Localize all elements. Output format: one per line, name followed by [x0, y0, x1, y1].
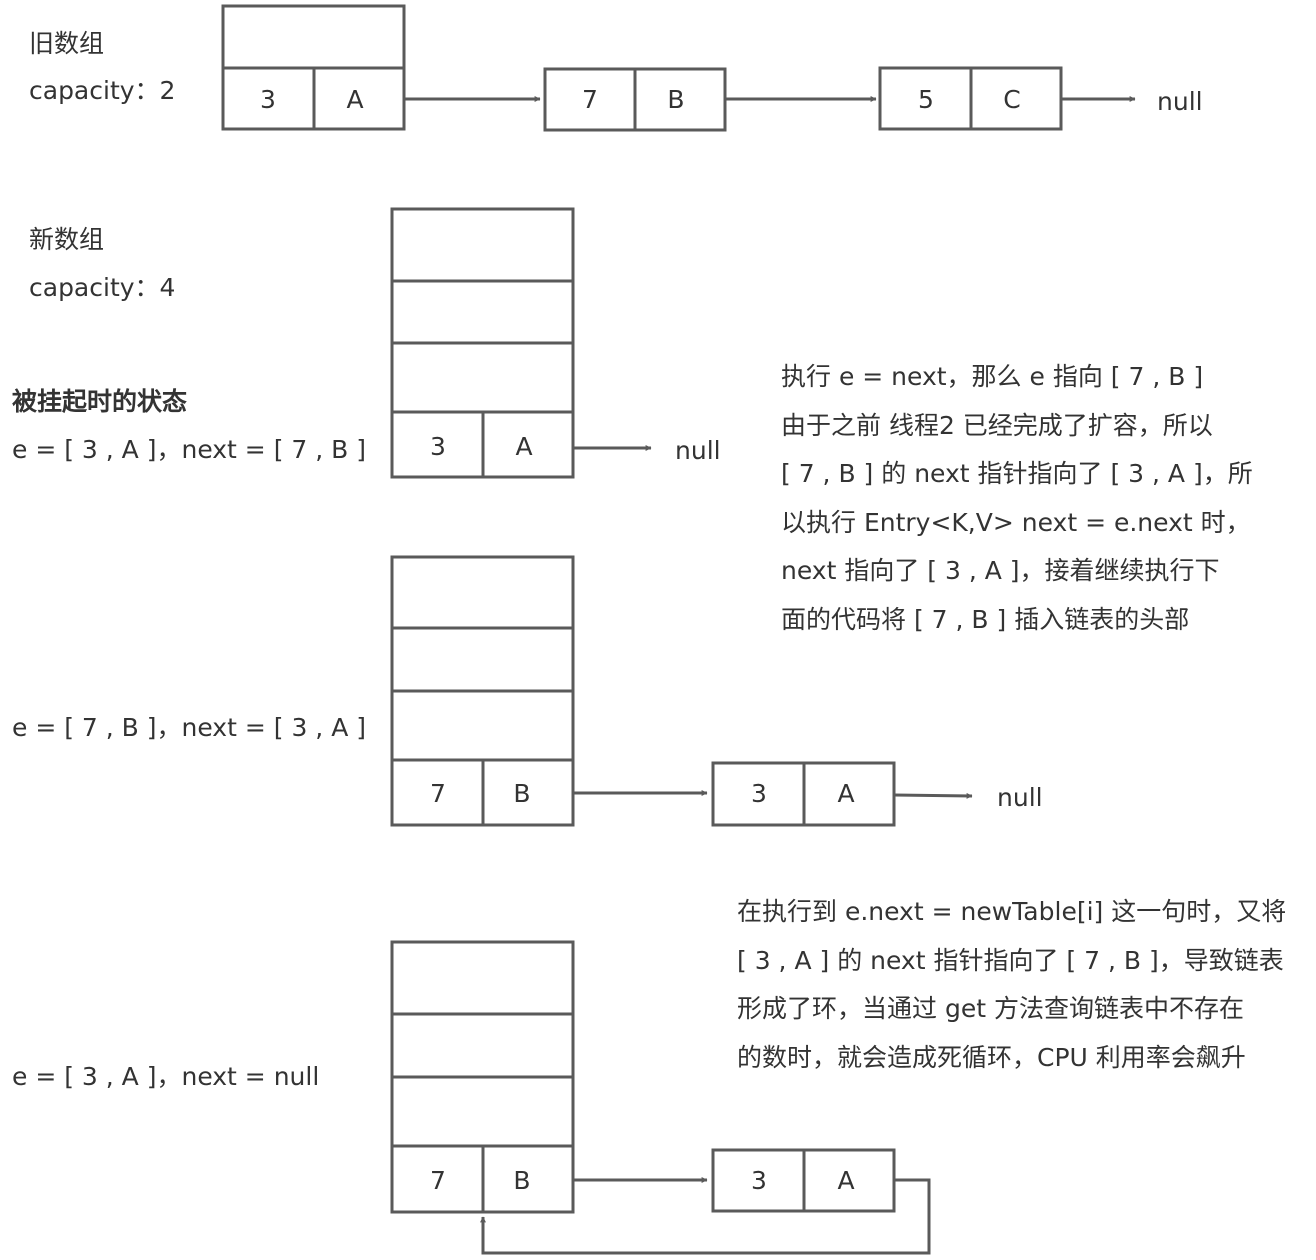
old-null-label: null [1157, 87, 1203, 116]
stage1-new-array [390, 207, 575, 479]
new-array-capacity: capacity：4 [29, 273, 176, 302]
stage1-slot-val: A [515, 432, 532, 461]
explanation-line: 在执行到 e.next = newTable[i] 这一句时，又将 [737, 897, 1287, 926]
stage3-slot-val: B [513, 1166, 530, 1195]
old-array [221, 4, 406, 131]
old-node-b-key: 7 [582, 85, 598, 114]
stage3-new-array [390, 940, 575, 1214]
stage1-null-label: null [675, 436, 721, 465]
old-node-b [543, 67, 727, 132]
stage3-explanation: 在执行到 e.next = newTable[i] 这一句时，又将 [ 3 , … [737, 888, 1286, 1082]
stage3-slot-key: 7 [430, 1166, 446, 1195]
cycle-arrow [480, 1178, 931, 1255]
stage1-slot-key: 3 [430, 432, 446, 461]
explanation-line: 形成了环，当通过 get 方法查询链表中不存在 [737, 994, 1244, 1023]
old-array-title: 旧数组 [29, 29, 105, 58]
new-array-title: 新数组 [29, 225, 105, 254]
explanation-line: 由于之前 线程2 已经完成了扩容，所以 [781, 410, 1213, 440]
stage1-state: e = [ 3 , A ]，next = [ 7 , B ] [12, 435, 366, 464]
stage2-node-key: 3 [751, 779, 767, 808]
old-node-c [878, 66, 1063, 131]
stage3-node-val: A [837, 1166, 854, 1195]
stage2-slot-val: B [513, 779, 530, 808]
explanation-line: [ 3 , A ] 的 next 指针指向了 [ 7 , B ]，导致链表 [737, 945, 1284, 975]
stage1-heading: 被挂起时的状态 [12, 387, 188, 416]
old-node-c-key: 5 [918, 85, 934, 114]
stage3-node-a [711, 1148, 896, 1213]
old-slot-val: A [346, 85, 363, 114]
old-array-capacity: capacity：2 [29, 76, 176, 105]
stage2-slot-key: 7 [430, 779, 446, 808]
old-node-c-val: C [1003, 85, 1020, 114]
stage3-state: e = [ 3 , A ]，next = null [12, 1062, 320, 1091]
stage2-arrow-to-null [893, 792, 973, 799]
stage3-node-key: 3 [751, 1166, 767, 1195]
old-node-b-val: B [667, 85, 684, 114]
old-slot-key: 3 [260, 85, 276, 114]
explanation-line: next 指向了 [ 3 , A ]，接着继续执行下 [781, 556, 1220, 585]
stage2-node-val: A [837, 779, 854, 808]
explanation-line: 的数时，就会造成死循环，CPU 利用率会飙升 [737, 1042, 1246, 1072]
explanation-line: [ 7 , B ] 的 next 指针指向了 [ 3 , A ]，所 [781, 459, 1253, 488]
explanation-line: 以执行 Entry<K,V> next = e.next 时， [781, 507, 1251, 537]
stage2-null-label: null [997, 783, 1043, 812]
stage1-explanation: 执行 e = next，那么 e 指向 [ 7 , B ] 由于之前 线程2 已… [781, 353, 1253, 644]
stage2-state: e = [ 7 , B ]，next = [ 3 , A ] [12, 713, 366, 742]
stage2-node-a [711, 761, 896, 827]
explanation-line: 执行 e = next，那么 e 指向 [ 7 , B ] [781, 362, 1204, 391]
stage2-new-array [390, 555, 575, 827]
explanation-line: 面的代码将 [ 7 , B ] 插入链表的头部 [781, 604, 1190, 634]
